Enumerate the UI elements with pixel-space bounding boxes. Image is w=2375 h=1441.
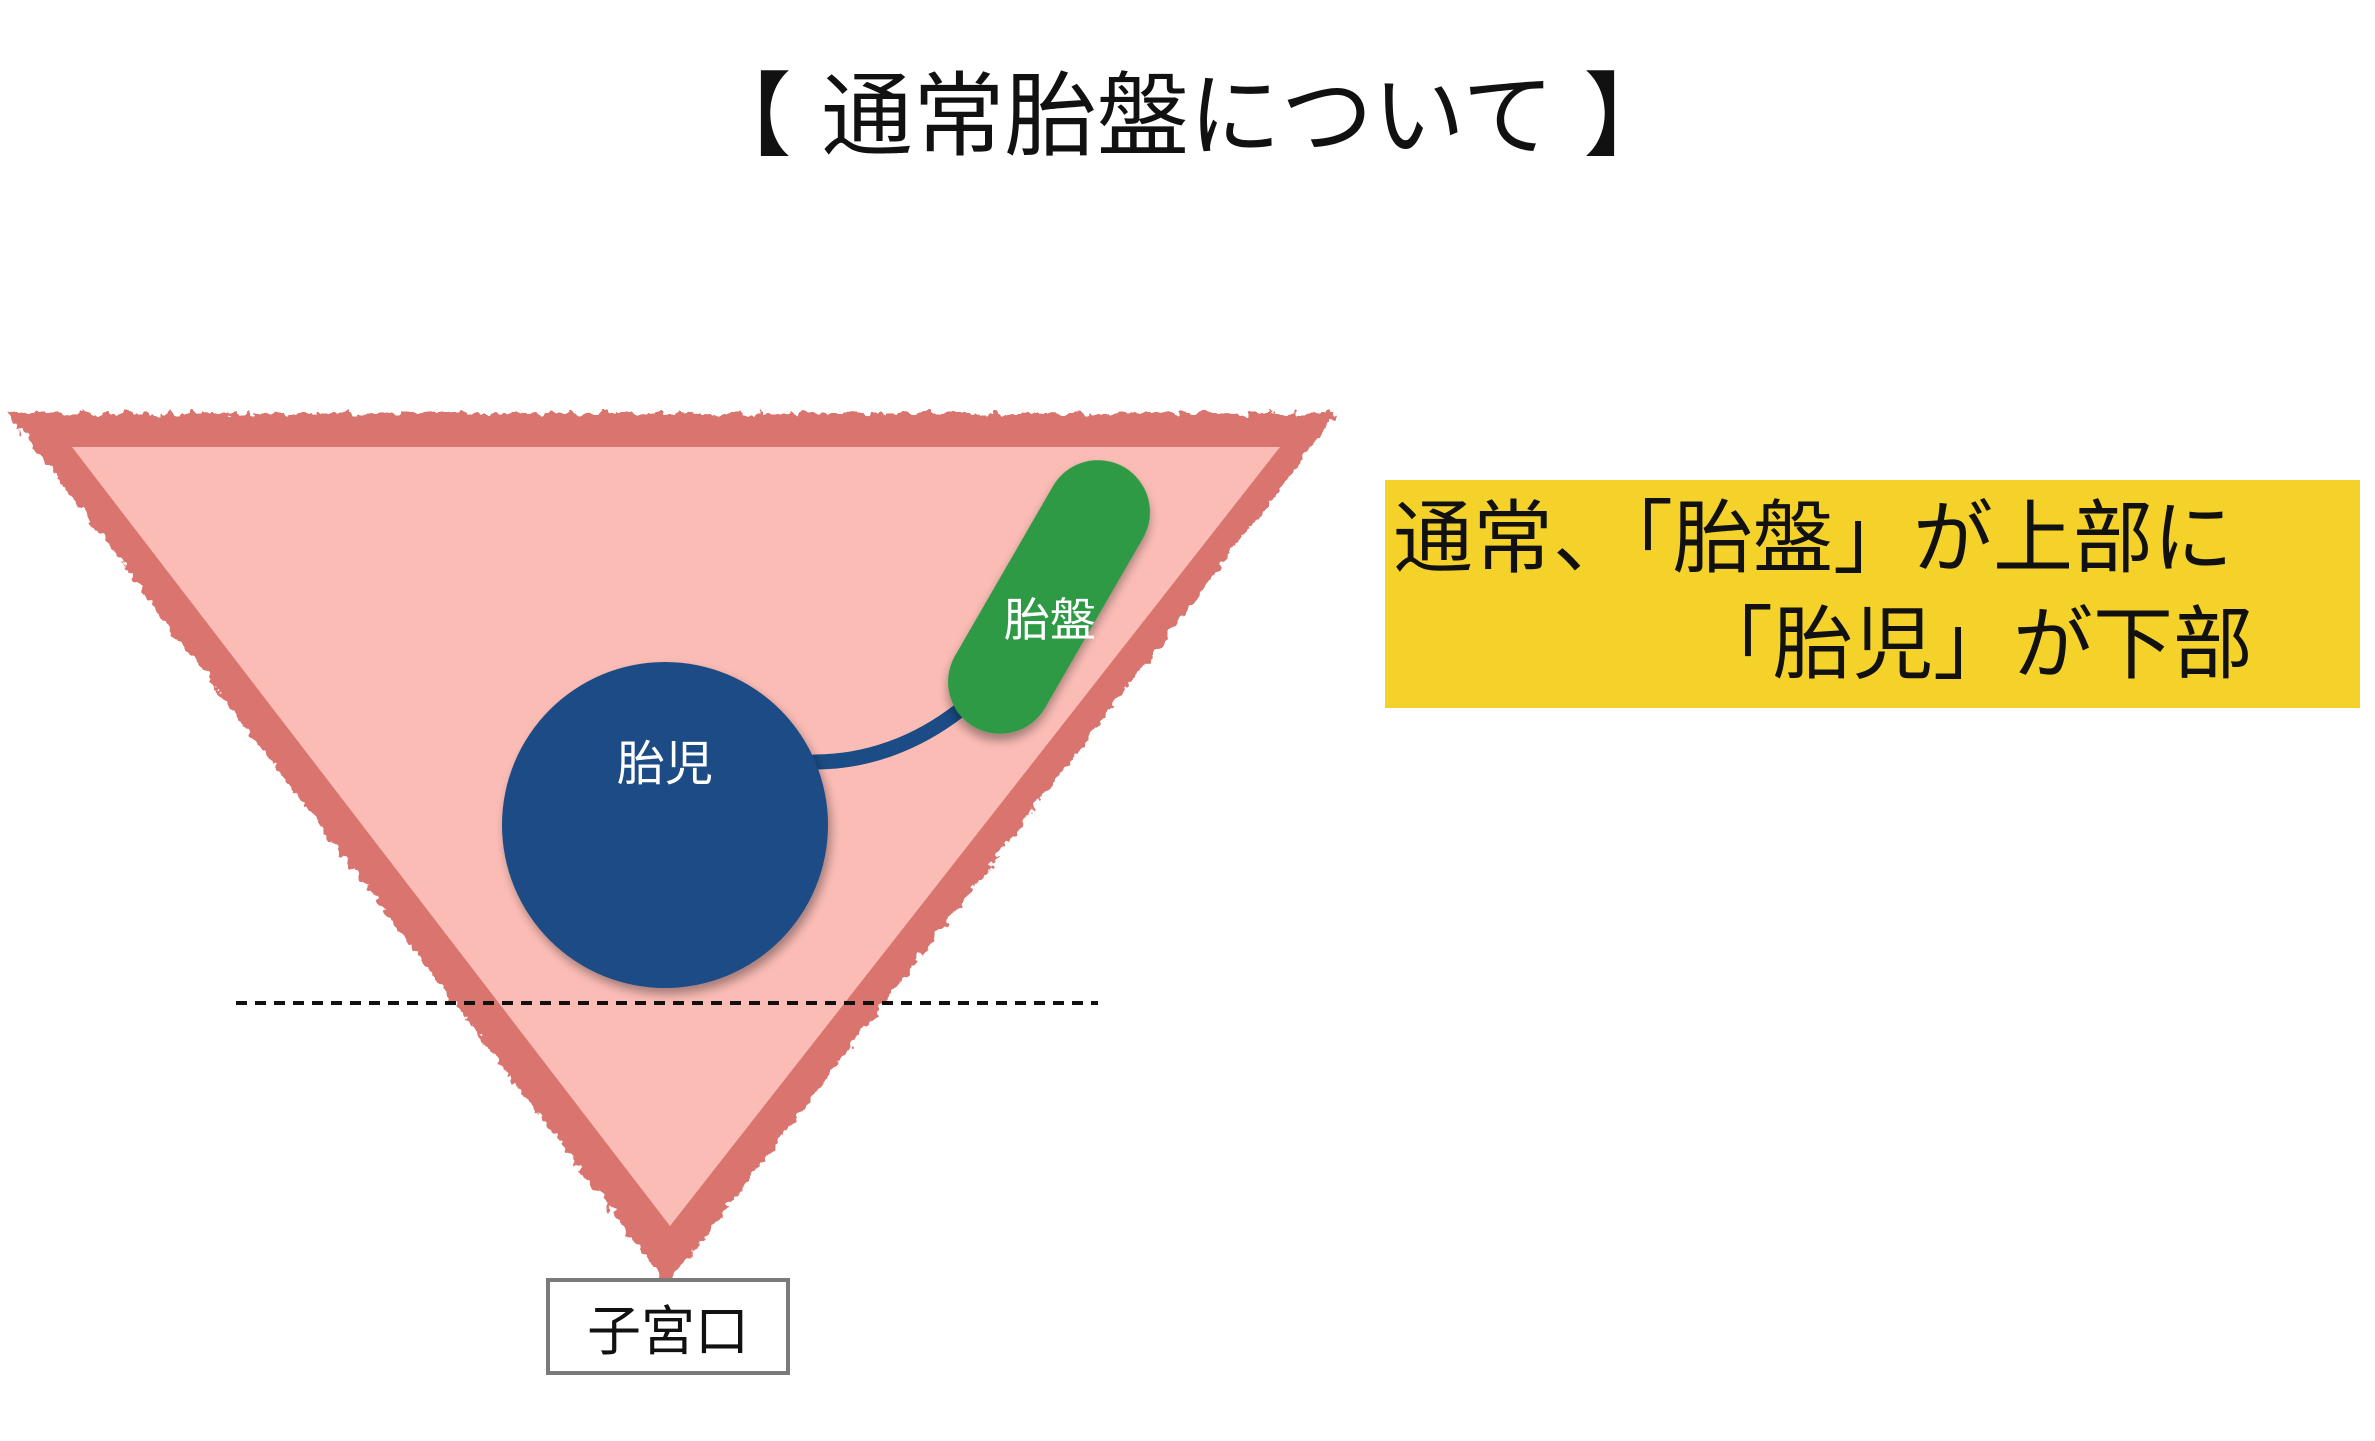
fetus-circle: [502, 662, 828, 988]
callout-line-1: 通常、「胎盤」が上部に: [1393, 492, 2233, 585]
fetus-label: 胎児: [617, 736, 713, 792]
placenta-shape: [948, 460, 1150, 734]
page-title: 【 通常胎盤について 】: [699, 63, 1676, 170]
placenta-label: 胎盤: [1004, 593, 1096, 647]
callout-line-2: 「胎児」が下部: [1693, 597, 2253, 691]
umbilical-cord: [807, 702, 968, 770]
cervix-label: 子宮口: [546, 1278, 790, 1375]
callout-box: 通常、「胎盤」が上部に 「胎児」が下部: [1385, 480, 2360, 708]
